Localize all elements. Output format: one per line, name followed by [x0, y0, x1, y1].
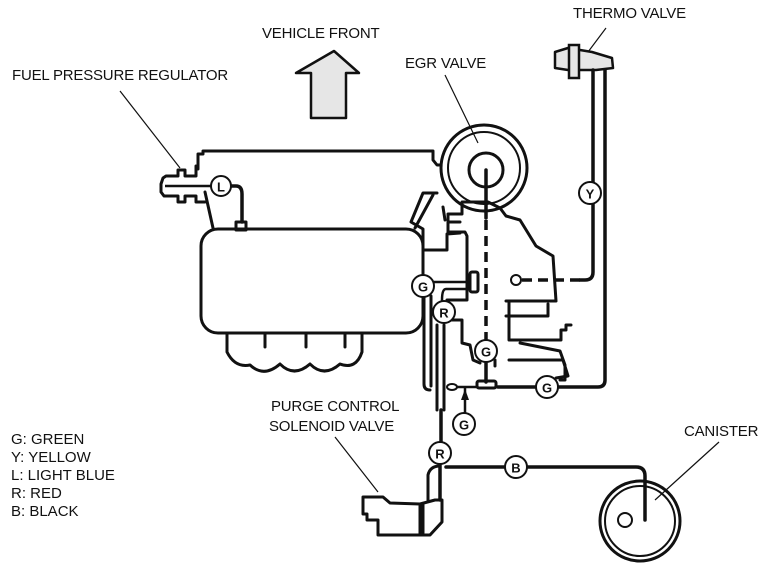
vehicle-front-arrow-icon [294, 49, 361, 120]
port-nipple [446, 383, 458, 391]
hose-tag-port-arrow: G [452, 412, 476, 436]
intake-manifold [159, 149, 442, 373]
legend-item: L: LIGHT BLUE [11, 467, 115, 484]
hose-tag-egr-bottom: G [474, 339, 498, 363]
thermo-leader-line [587, 27, 607, 53]
pipe-right [435, 323, 446, 412]
legend-item: B: BLACK [11, 503, 79, 520]
hose-tag-egr-side: G [411, 274, 435, 298]
hose-tag-fpr: L [210, 175, 232, 197]
hose-yellow [578, 68, 595, 282]
fuel-pressure-regulator-label: FUEL PRESSURE REGULATOR [12, 67, 228, 84]
hose-black [444, 465, 647, 522]
hose-red-upper [440, 287, 470, 312]
svg-text:G: G [459, 418, 469, 433]
fpr-leader-line [119, 90, 181, 169]
svg-text:R: R [435, 447, 445, 462]
legend-item: G: GREEN [11, 431, 84, 448]
egr-leader-line [444, 74, 479, 144]
hose-light-blue [210, 184, 244, 224]
hose-tag-purge-upper: R [432, 300, 456, 324]
canister-label: CANISTER [684, 423, 759, 440]
svg-text:B: B [511, 461, 520, 476]
purge-control-label-line1: PURGE CONTROL [271, 398, 399, 415]
pipe-left [422, 294, 432, 392]
svg-text:G: G [542, 381, 552, 396]
hose-tag-canister: B [504, 455, 528, 479]
thermo-valve [553, 43, 615, 80]
fuel-pressure-regulator [159, 164, 212, 204]
legend-item: Y: YELLOW [11, 449, 92, 466]
port-arrow-icon [461, 389, 469, 400]
purge-control-solenoid-valve [361, 464, 444, 537]
hose-tag-thermo: Y [578, 181, 602, 205]
svg-text:G: G [481, 345, 491, 360]
hose-tag-right-return: G [535, 375, 559, 399]
svg-text:Y: Y [586, 187, 595, 202]
thermo-valve-label: THERMO VALVE [573, 5, 686, 22]
canister [598, 479, 682, 563]
throttle-port [510, 274, 522, 286]
hose-green-return [496, 68, 607, 389]
egr-valve [439, 123, 529, 213]
hose-tag-purge-lower: R [428, 441, 452, 465]
egr-valve-label: EGR VALVE [405, 55, 486, 72]
vehicle-front-label: VEHICLE FRONT [262, 25, 379, 42]
color-legend: G: GREEN Y: YELLOW L: LIGHT BLUE R: RED … [11, 431, 115, 520]
svg-text:G: G [418, 280, 428, 295]
solenoid-bracket [468, 270, 480, 294]
legend-item: R: RED [11, 485, 62, 502]
svg-text:R: R [439, 306, 449, 321]
purge-leader-line [334, 436, 379, 493]
purge-control-label-line2: SOLENOID VALVE [269, 418, 394, 435]
svg-text:L: L [217, 180, 225, 195]
tee-fitting [475, 379, 498, 390]
throttle-body [409, 191, 573, 382]
